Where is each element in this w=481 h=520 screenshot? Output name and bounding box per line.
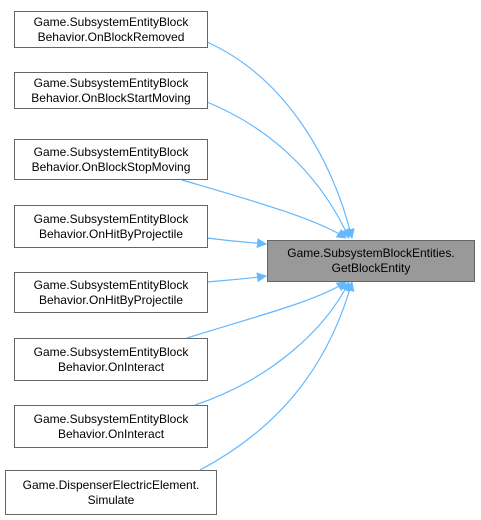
caller-node-on-hit-by-projectile-2[interactable]: Game.SubsystemEntityBlock Behavior.OnHit… [14,272,208,313]
caller-node-on-interact-2[interactable]: Game.SubsystemEntityBlock Behavior.OnInt… [14,405,208,448]
caller-node-line2: Behavior.OnBlockStopMoving [31,159,191,174]
caller-node-line1: Game.SubsystemEntityBlock [33,211,189,226]
call-edge-3 [181,179,347,239]
caller-node-line2: Behavior.OnHitByProjectile [38,292,184,307]
caller-node-line2: Behavior.OnBlockRemoved [37,29,185,44]
call-edge-8 [199,281,355,471]
caller-node-line1: Game.DispenserElectricElement. [22,477,200,492]
caller-node-line1: Game.SubsystemEntityBlock [33,75,189,90]
caller-node-line1: Game.SubsystemEntityBlock [33,144,189,159]
call-edge-1 [206,41,355,239]
caller-node-line2: Behavior.OnHitByProjectile [38,226,184,241]
caller-node-line1: Game.SubsystemEntityBlock [33,411,189,426]
caller-node-on-block-removed[interactable]: Game.SubsystemEntityBlock Behavior.OnBlo… [14,11,208,48]
caller-node-on-block-stop-moving[interactable]: Game.SubsystemEntityBlock Behavior.OnBlo… [14,139,208,180]
caller-node-line2: Behavior.OnInteract [57,426,165,441]
caller-node-dispenser-simulate[interactable]: Game.DispenserElectricElement. Simulate [5,470,217,515]
caller-node-on-hit-by-projectile-1[interactable]: Game.SubsystemEntityBlock Behavior.OnHit… [14,205,208,248]
call-edge-7 [194,281,350,406]
caller-node-on-interact-1[interactable]: Game.SubsystemEntityBlock Behavior.OnInt… [14,338,208,381]
target-node-line2: GetBlockEntity [331,261,411,275]
caller-node-line2: Behavior.OnInteract [57,359,165,374]
caller-node-line2: Simulate [87,492,135,507]
call-edge-6 [186,281,347,339]
caller-node-line1: Game.SubsystemEntityBlock [33,344,189,359]
call-edge-2 [206,101,350,239]
caller-node-on-block-start-moving[interactable]: Game.SubsystemEntityBlock Behavior.OnBlo… [14,72,208,109]
caller-node-line2: Behavior.OnBlockStartMoving [31,90,191,105]
caller-node-line1: Game.SubsystemEntityBlock [33,277,189,292]
call-edge-4 [206,237,267,249]
call-edge-5 [206,272,267,283]
caller-node-line1: Game.SubsystemEntityBlock [33,14,189,29]
target-node-line1: Game.SubsystemBlockEntities. [287,246,455,260]
target-node-get-block-entity: Game.SubsystemBlockEntities. GetBlockEnt… [267,240,475,282]
